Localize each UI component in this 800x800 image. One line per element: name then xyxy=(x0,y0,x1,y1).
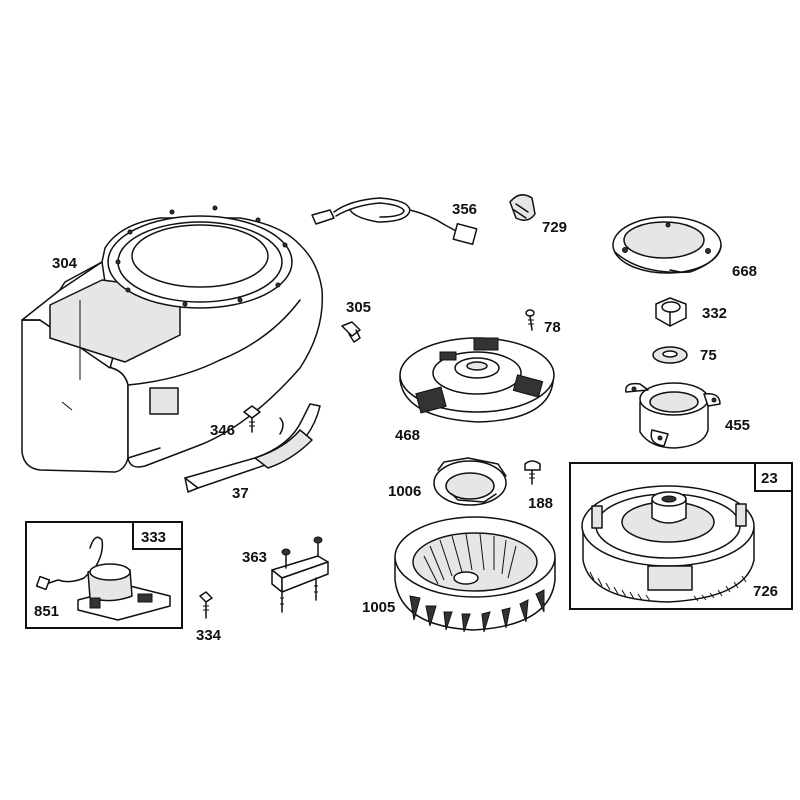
screw-78[interactable] xyxy=(525,309,535,331)
blower-housing-304[interactable] xyxy=(21,205,324,473)
label-726: 726 xyxy=(753,583,778,600)
label-363: 363 xyxy=(242,549,267,566)
kit-box-333 xyxy=(25,521,183,629)
rotating-screen-468[interactable] xyxy=(399,337,555,423)
ratchet-cup-455[interactable] xyxy=(625,382,721,449)
flywheel-fan-1005[interactable] xyxy=(394,516,556,633)
air-guide-37[interactable] xyxy=(184,403,321,493)
screen-plate-668[interactable] xyxy=(612,216,722,274)
wire-harness-356[interactable] xyxy=(311,197,478,246)
label-1006: 1006 xyxy=(388,483,421,500)
label-346: 346 xyxy=(210,422,235,439)
ignition-armature-851[interactable] xyxy=(35,536,171,621)
label-1005: 1005 xyxy=(362,599,395,616)
label-851: 851 xyxy=(34,603,59,620)
label-334: 334 xyxy=(196,627,222,644)
label-468: 468 xyxy=(395,427,420,444)
screw-188[interactable] xyxy=(524,460,541,485)
washer-75[interactable] xyxy=(652,346,688,364)
label-333: 333 xyxy=(141,529,166,546)
label-332: 332 xyxy=(702,305,727,322)
label-668: 668 xyxy=(732,263,757,280)
kit-box-23 xyxy=(569,462,793,610)
label-729: 729 xyxy=(542,219,567,236)
label-356: 356 xyxy=(452,201,477,218)
label-304: 304 xyxy=(52,255,78,272)
label-305: 305 xyxy=(346,299,371,316)
bolt-346[interactable] xyxy=(243,405,261,433)
bolt-305[interactable] xyxy=(341,321,361,343)
label-455: 455 xyxy=(725,417,750,434)
label-75: 75 xyxy=(700,347,717,364)
label-23: 23 xyxy=(761,470,778,487)
grommet-729[interactable] xyxy=(509,194,536,221)
label-37: 37 xyxy=(232,485,249,502)
nut-332[interactable] xyxy=(655,297,687,327)
screw-334[interactable] xyxy=(199,591,213,619)
label-78: 78 xyxy=(544,319,561,336)
screen-mesh-patches xyxy=(415,337,544,414)
flywheel-726[interactable] xyxy=(581,485,755,603)
ratchet-ring-1006[interactable] xyxy=(433,457,507,506)
label-188: 188 xyxy=(528,495,553,512)
fan-blades xyxy=(409,533,545,633)
housing-bolt-holes xyxy=(115,205,288,307)
bracket-363[interactable] xyxy=(271,536,329,613)
